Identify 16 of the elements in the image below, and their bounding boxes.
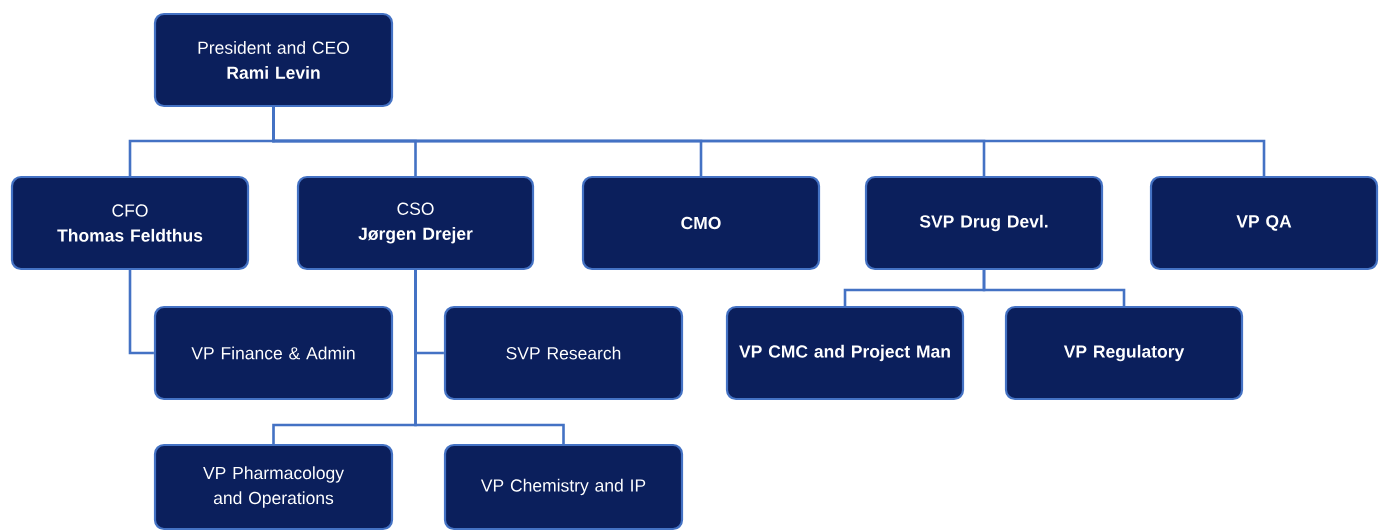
connector-line [982,270,1126,306]
org-box: SVP Research [443,305,684,401]
org-box: VP Finance & Admin [153,305,394,401]
org-box: CSO Jørgen Drejer [296,175,535,271]
org-box: VP Chemistry and IP [443,443,684,531]
org-box: President and CEO Rami Levin [153,12,394,108]
org-box: CFO Thomas Feldthus [10,175,250,271]
connector-line [128,270,154,355]
org-box: VP QA [1149,175,1379,271]
org-box: SVP Drug Devl. [864,175,1104,271]
org-box: VP CMC and Project Man [725,305,965,401]
org-box: VP Regulatory [1004,305,1244,401]
org-box: CMO [581,175,821,271]
connector-line [272,107,1266,176]
org-box: VP Pharmacology and Operations [153,443,394,531]
connector-line [414,270,565,444]
